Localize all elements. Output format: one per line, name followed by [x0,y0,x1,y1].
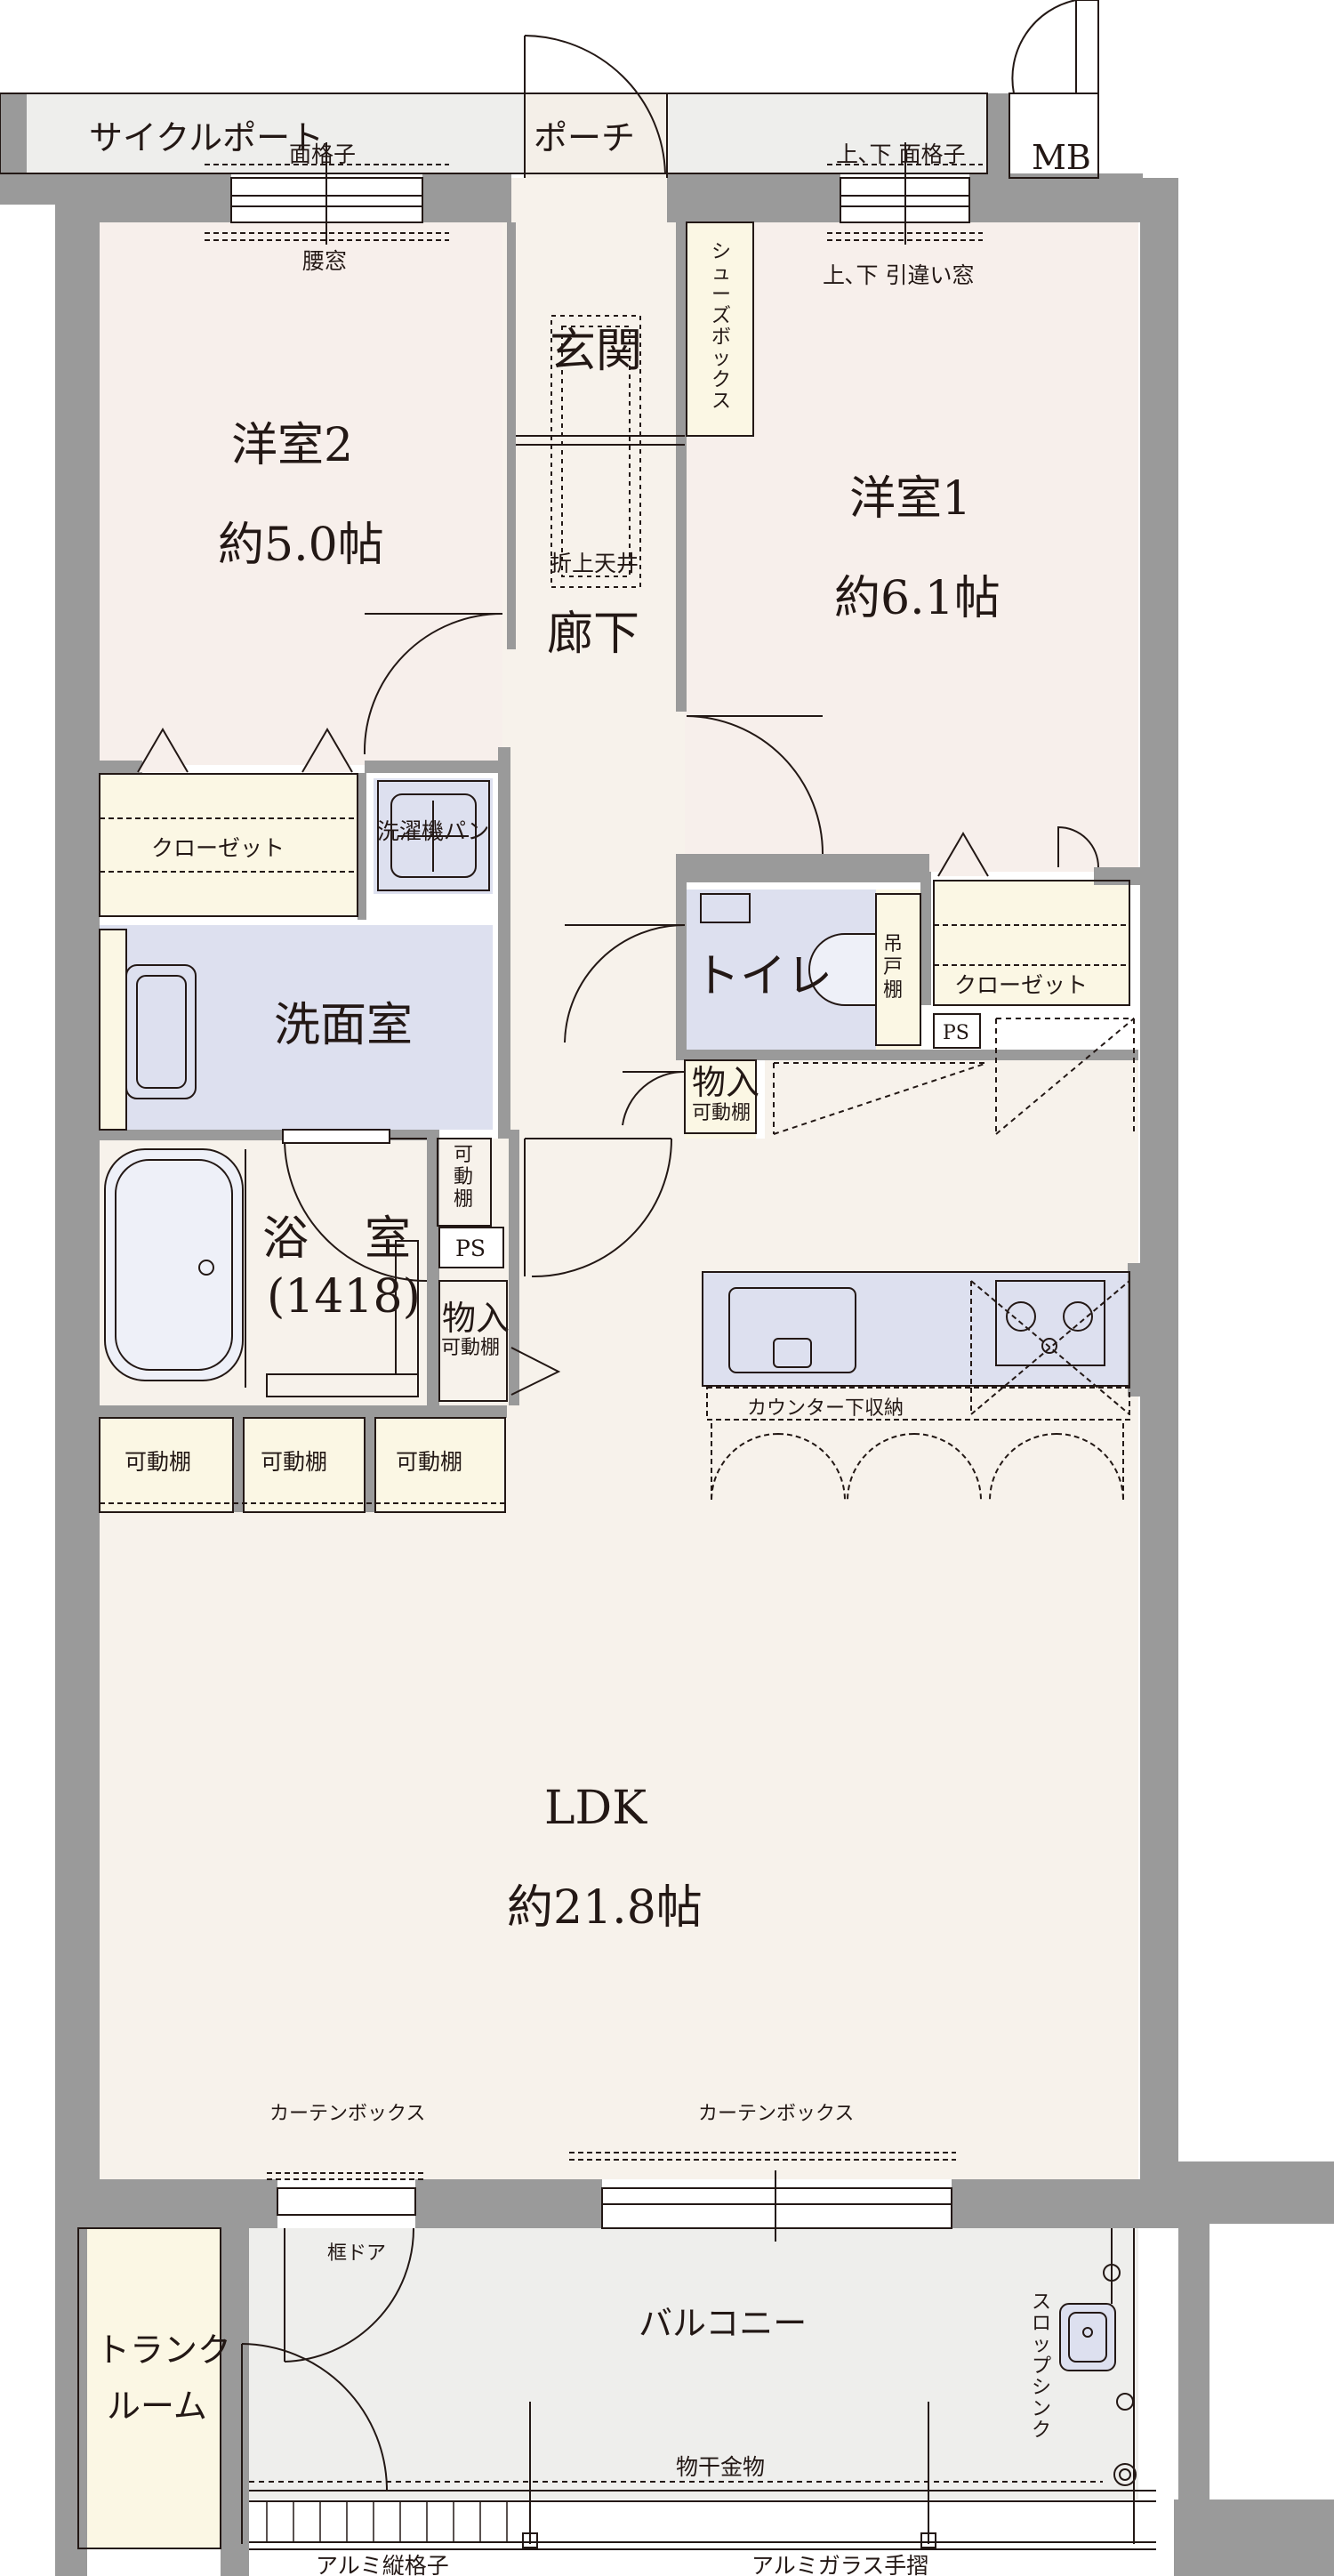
entrance-step [516,221,754,446]
curtain-box-right-label: カーテンボックス [698,2103,854,2125]
cycle-port-area [0,93,525,173]
shoe-box-label: シ ュ ー ズ ボ ッ ク ス [711,241,731,413]
under-counter-label: カウンター下収納 [747,1397,904,1420]
storage-lower-sub-label: 可動棚 [441,1337,500,1359]
trunk-room-floor [78,2228,221,2548]
balcony-label: バルコニー [639,2304,807,2343]
western2-floor [89,222,502,765]
washroom-label: 洗面室 [274,999,413,1052]
storage-upper-area [685,1059,756,1139]
svg-text:ー: ー [711,284,731,306]
folded-ceiling-label: 折上天井 [550,551,639,576]
hallway-floor [502,178,685,1139]
aluminum-grille-label: アルミ縦格子 [316,2553,449,2576]
storage-dashed [773,1018,1135,1135]
storage-upper-sub-label: 可動棚 [692,1102,751,1124]
movable-shelf-vertical-label: 可 動 棚 [454,1144,473,1211]
western2-name: 洋室2 [231,419,353,472]
washroom-floor [100,925,493,1130]
entrance-label: 玄関 [550,325,642,378]
toilet-fixtures [700,880,1130,1046]
hanging-shelf-label: 吊 戸 棚 [883,933,903,1002]
shelf-3-label: 可動棚 [396,1449,462,1475]
railing-grille [266,2501,508,2542]
kitchen-fixtures [702,1271,1130,1501]
balcony-floor [249,2228,1138,2500]
washroom-fixtures [99,773,490,1131]
toilet-label: トイレ [694,950,832,1003]
kitchen-counter [703,1272,1129,1386]
washer-pan-label: 洗濯機パン [377,818,489,844]
closet-right-label: クローゼット [954,972,1088,998]
svg-text:戸: 戸 [883,956,903,978]
closet-right-area [934,881,1129,1005]
svg-text:ズ: ズ [711,305,731,327]
waist-window-label: 腰窓 [302,248,347,274]
bath-size: (1418) [267,1270,421,1324]
porch-label: ポーチ [534,118,635,157]
shelf-1-label: 可動棚 [125,1449,191,1475]
svg-text:動: 動 [454,1166,473,1188]
svg-text:ク: ク [711,369,731,391]
walls [0,93,1334,2576]
svg-text:可: 可 [454,1144,473,1166]
curtain-box-left-label: カーテンボックス [269,2103,425,2125]
closet-left-label: クローゼット [151,835,285,861]
svg-text:棚: 棚 [883,979,903,1002]
svg-text:ン: ン [1032,2398,1051,2420]
western1-floor [685,222,1138,872]
laundry-hanger-label: 物干金物 [676,2454,765,2480]
storage-lower-label: 物入 [442,1299,510,1338]
closet-markers [137,728,989,1396]
shelves-row [100,1414,503,1512]
western2-size: 約5.0帖 [218,519,384,572]
svg-text:ボ: ボ [711,326,731,349]
trunk-room-line2: ルーム [107,2387,207,2426]
svg-text:ロ: ロ [1032,2313,1051,2335]
grille-left-label: 面格子 [289,141,356,167]
svg-text:ッ: ッ [711,348,731,370]
svg-text:ュ: ュ [711,262,731,285]
window-dashed [205,164,983,2180]
svg-text:ス: ス [1032,2291,1051,2314]
bath-fixtures [104,1129,419,1397]
svg-text:ス: ス [711,390,731,413]
windows [230,142,970,2242]
ps-lower-label: PS [455,1236,486,1261]
slop-sink-label: ス ロ ッ プ シ ン ク [1032,2291,1051,2442]
shelf-2-label: 可動棚 [261,1449,327,1475]
svg-text:棚: 棚 [454,1188,473,1211]
svg-text:プ: プ [1032,2355,1051,2378]
bath-char2: 室 [365,1212,411,1266]
ps-upper-label: PS [943,1022,969,1044]
frame-door-label: 框ドア [327,2242,386,2265]
trunk-room-line1: トランク [96,2330,231,2370]
mb-label: MB [1032,138,1091,177]
ps-boxes [438,1013,981,1268]
grille-right-label: 上､下 面格子 [836,141,965,167]
right-exterior-strip [667,93,987,173]
storage-upper-label: 物入 [692,1063,759,1102]
glass-handrail-label: アルミガラス手摺 [751,2553,928,2576]
svg-text:吊: 吊 [883,933,903,955]
svg-text:ッ: ッ [1032,2334,1051,2356]
western1-name: 洋室1 [849,472,971,526]
cycle-port-label: サイクルポート [89,118,324,157]
folded-ceiling-outline [550,315,641,588]
ldk-size: 約21.8帖 [507,1881,703,1935]
bath-char1: 浴 [262,1212,309,1266]
closet-left-area [100,774,358,916]
hanging-shelf-area [876,890,920,1050]
western1-size: 約6.1帖 [834,572,1000,625]
svg-text:シ: シ [1032,2377,1051,2399]
ldk-upper-right [765,1059,1138,1139]
sliding-window-label: 上､下 引違い窓 [823,262,974,288]
svg-text:シ: シ [711,241,731,263]
porch-area [525,93,667,178]
hallway-label: 廊下 [547,608,639,661]
ldk-name: LDK [544,1782,647,1835]
storage-boxes [99,1059,757,1513]
svg-text:ク: ク [1032,2419,1051,2442]
